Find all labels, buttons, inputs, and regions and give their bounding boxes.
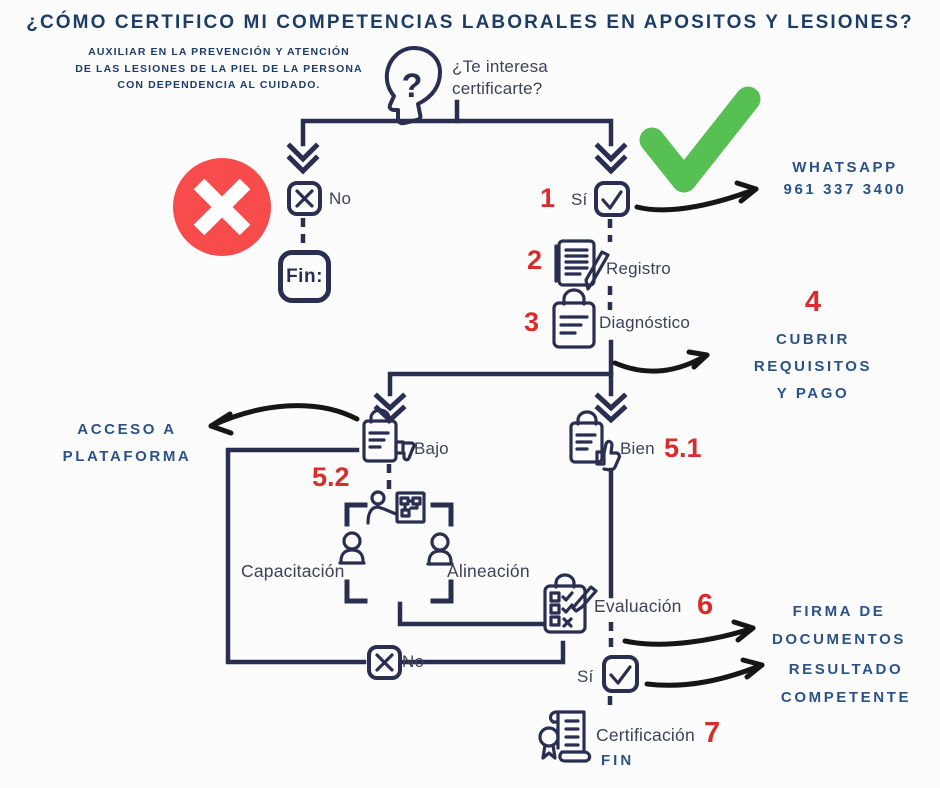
- acceso-line-1: ACCESO A: [77, 421, 177, 438]
- trainer-board-icon: [366, 490, 426, 525]
- node-diagnostico-label: Diagnóstico: [599, 313, 691, 332]
- whatsapp-annotation: WHATSAPP 961 337 3400: [755, 157, 935, 201]
- resultado-line-1: RESULTADO: [788, 661, 904, 678]
- step-4-number: 4: [804, 286, 822, 318]
- page-title: ¿CÓMO CERTIFICO MI COMPETENCIAS LABORALE…: [26, 12, 914, 33]
- checkbox-check-icon: [594, 181, 630, 217]
- connector-training-to-evaluacion: [397, 601, 546, 627]
- acceso-annotation: ACCESO A PLATAFORMA: [37, 416, 217, 470]
- acceso-line-2: PLATAFORMA: [62, 448, 192, 465]
- node-registro-label: Registro: [606, 259, 671, 278]
- node-alineacion-label: Alineación: [447, 561, 530, 581]
- person-icon-capacitacion: [338, 531, 366, 565]
- firma-annotation: FIRMA DE DOCUMENTOS: [744, 598, 934, 654]
- arrow-to-firma: [622, 619, 756, 647]
- person-icon-alineacion: [426, 532, 454, 566]
- clipboard-thumbs-up-icon: [569, 410, 621, 472]
- arrow-to-resultado: [644, 657, 765, 688]
- cubrir-line-1: CUBRIR: [776, 331, 850, 348]
- subtitle-line-2: DE LAS LESIONES DE LA PIEL DE LA PERSONA: [75, 62, 363, 75]
- connector-top-branch: [286, 99, 628, 175]
- training-group-brackets: [344, 502, 454, 604]
- firma-line-1: FIRMA DE: [792, 603, 886, 620]
- fin-terminal-box: Fin:: [278, 250, 331, 303]
- question-label: ¿Te interesa certificarte?: [452, 57, 548, 98]
- node-no-loop-label: No: [402, 652, 425, 671]
- green-check-icon: [639, 86, 761, 193]
- step-3-number: 3: [524, 307, 540, 337]
- checkbox-x-icon: [287, 181, 322, 216]
- whatsapp-label: WHATSAPP: [792, 159, 898, 176]
- clipboard-thumbs-down-icon: [362, 408, 416, 463]
- connector-bien-to-evaluacion: [607, 467, 614, 708]
- notebook-pen-icon: [554, 239, 610, 291]
- firma-line-2: DOCUMENTOS: [771, 631, 907, 648]
- cubrir-annotation: CUBRIR REQUISITOS Y PAGO: [723, 326, 903, 407]
- svg-text:?: ?: [402, 67, 423, 105]
- step-5-1-number: 5.1: [664, 433, 702, 463]
- checkbox-check-result-icon: [602, 655, 639, 693]
- resultado-annotation: RESULTADO COMPETENTE: [751, 656, 940, 712]
- connector-second-branch: [373, 371, 628, 424]
- clipboard-icon: [552, 288, 596, 349]
- checkbox-x-loop-icon: [367, 645, 402, 680]
- connector-si-chain: [607, 219, 614, 377]
- node-no-label: No: [329, 189, 352, 208]
- step-5-2-number: 5.2: [312, 462, 350, 492]
- step-7-number: 7: [704, 717, 721, 749]
- arrow-to-cubrir: [612, 349, 710, 374]
- arrow-to-whatsapp: [634, 180, 759, 213]
- node-si-label: Sí: [571, 190, 588, 209]
- cubrir-line-3: Y PAGO: [776, 385, 850, 402]
- step-1-number: 1: [540, 183, 556, 213]
- red-cross-icon: [173, 158, 271, 256]
- connector-no-loop: [225, 447, 566, 665]
- subtitle-line-1: AUXILIAR EN LA PREVENCIÓN Y ATENCIÓN: [88, 46, 350, 58]
- node-capacitacion-label: Capacitación: [241, 561, 345, 581]
- node-certificacion-label: Certificación: [596, 725, 695, 745]
- question-head-icon: ?: [384, 46, 442, 126]
- node-si-result-label: Sí: [577, 667, 594, 686]
- cubrir-line-2: REQUISITOS: [753, 358, 873, 375]
- step-6-number: 6: [697, 589, 714, 621]
- resultado-line-2: COMPETENTE: [780, 689, 912, 706]
- subtitle: AUXILIAR EN LA PREVENCIÓN Y ATENCIÓN DE …: [58, 44, 380, 94]
- node-evaluacion-label: Evaluación: [594, 596, 682, 616]
- node-bien-label: Bien: [620, 439, 655, 458]
- subtitle-line-3: CON DEPENDENCIA AL CUIDADO.: [117, 79, 321, 91]
- checklist-pencil-icon: [543, 573, 598, 634]
- fin-end-label: FIN: [601, 752, 635, 769]
- step-2-number: 2: [527, 245, 543, 275]
- certificate-scroll-icon: [538, 710, 592, 763]
- arrow-to-acceso: [208, 403, 360, 436]
- whatsapp-number: 961 337 3400: [783, 181, 907, 198]
- node-bajo-label: Bajo: [414, 439, 449, 458]
